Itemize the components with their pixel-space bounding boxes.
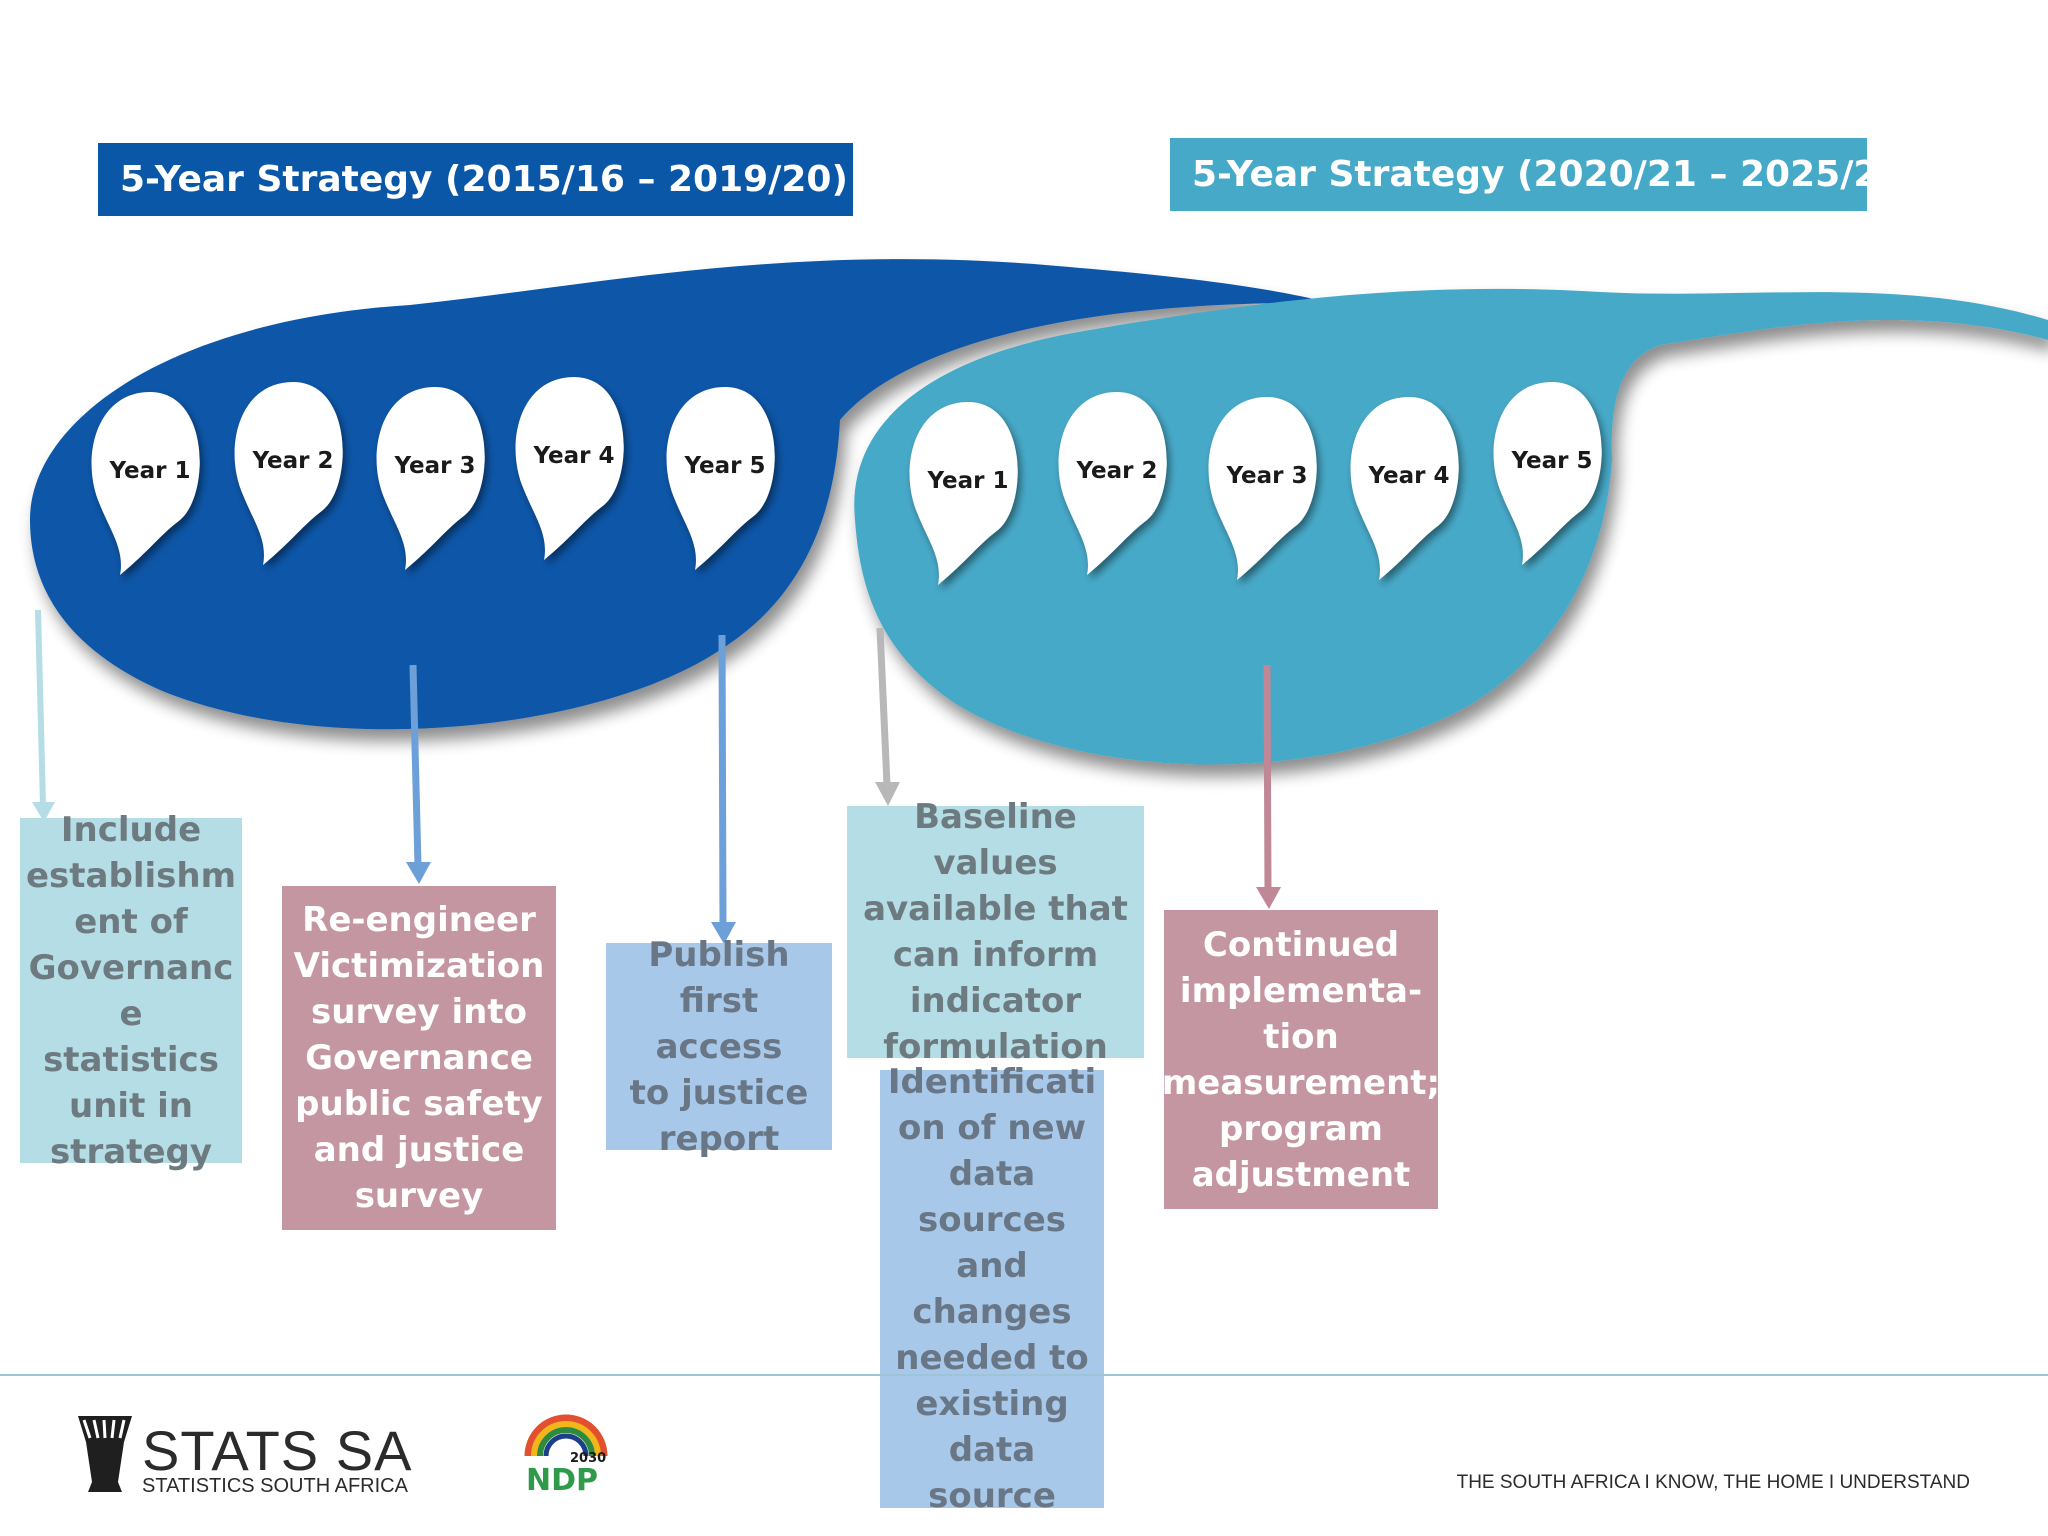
footer-divider [0,1374,2048,1376]
year-drop-shape [234,382,343,565]
year-label: Year 3 [393,453,475,479]
year-label: Year 2 [251,448,333,474]
arrowhead-4 [875,782,900,806]
strategy-banner-2020-text: 5-Year Strategy (2020/21 – 2025/26 [1192,154,1904,195]
year-drop-shape [1350,397,1459,580]
year-drop-shape [376,387,485,570]
arrowhead-1 [32,802,55,822]
year-drop-shape [515,377,624,560]
arrowhead-3 [711,922,736,944]
year-label: Year 1 [926,468,1008,494]
ndp-logo-year: 2030 [570,1451,606,1466]
arrow-line-1 [35,609,46,806]
statssa-logo-icon [78,1416,132,1492]
statssa-logo-subtitle: STATISTICS SOUTH AFRICA [142,1475,408,1497]
arrow-line-2 [409,664,422,867]
strategy-banner-2015-text: 5-Year Strategy (2015/16 – 2019/20) [120,159,848,200]
year-drops-right: Year 1 Year 2 Year 3 Year 4 Year 5 [909,382,1602,585]
year-drop-shape [909,402,1018,585]
year-label: Year 1 [108,458,190,484]
arrow-line-3 [718,634,727,926]
year-drop-left-5: Year 5 [666,387,775,570]
milestone-box-new-data-sources: Identificati on of new data sources and … [880,1062,1104,1516]
year-drop-shape [1493,382,1602,565]
milestone-box-baseline-values: Baseline values available that can infor… [847,797,1144,1067]
year-label: Year 5 [1510,448,1592,474]
year-label: Year 3 [1225,463,1307,489]
milestone-text: Continued implementa- tion measurement; … [1161,924,1441,1195]
milestone-box-justice-report: Publish first access to justice report [606,935,832,1159]
year-drop-shape [1208,397,1317,580]
year-drop-right-5: Year 5 [1493,382,1602,565]
year-label: Year 2 [1075,458,1157,484]
year-drop-shape [91,392,200,575]
year-label: Year 4 [1367,463,1449,489]
year-drop-left-4: Year 4 [515,377,624,560]
milestone-box-victimization-survey: Re-engineer Victimization survey into Go… [282,886,556,1230]
milestone-text: Baseline values available that can infor… [863,797,1128,1067]
year-drop-right-1: Year 1 [909,402,1018,585]
year-drops-left: Year 1 Year 2 Year 3 Year 4 Year 5 [91,377,775,575]
year-drop-right-4: Year 4 [1350,397,1459,580]
milestone-text: Identificati on of new data sources and … [887,1062,1097,1516]
milestone-text: Publish first access to justice report [629,934,809,1159]
arrows [32,609,1281,944]
statssa-logo-name: STATS SA [142,1419,413,1482]
milestone-box-program-adjustment: Continued implementa- tion measurement; … [1161,910,1441,1209]
milestone-box-governance-unit: Include establishm ent of Governanc e st… [20,810,242,1172]
year-drop-right-3: Year 3 [1208,397,1317,580]
arrow-line-5 [1263,664,1272,891]
arrow-line-4 [876,627,891,786]
year-drop-left-3: Year 3 [376,387,485,570]
ndp-logo-label: NDP [526,1463,598,1496]
strategy-banner-2015: 5-Year Strategy (2015/16 – 2019/20) [98,143,853,216]
year-drop-shape [666,387,775,570]
year-label: Year 5 [683,453,765,479]
year-drop-left-1: Year 1 [91,392,200,575]
arrowhead-2 [406,862,431,884]
year-drop-right-2: Year 2 [1058,392,1167,575]
milestone-text: Re-engineer Victimization survey into Go… [293,900,545,1216]
milestone-text: Include establishm ent of Governanc e st… [26,809,237,1172]
ndp-logo-icon: 2030 NDP [524,1414,608,1496]
year-drop-left-2: Year 2 [234,382,343,565]
year-drop-shape [1058,392,1167,575]
year-label: Year 4 [532,443,614,469]
wave-right [854,288,2048,765]
strategy-banner-2020: 5-Year Strategy (2020/21 – 2025/26 [1170,138,1903,211]
arrowhead-5 [1256,887,1281,909]
footer-tagline: THE SOUTH AFRICA I KNOW, THE HOME I UNDE… [1456,1472,1970,1493]
